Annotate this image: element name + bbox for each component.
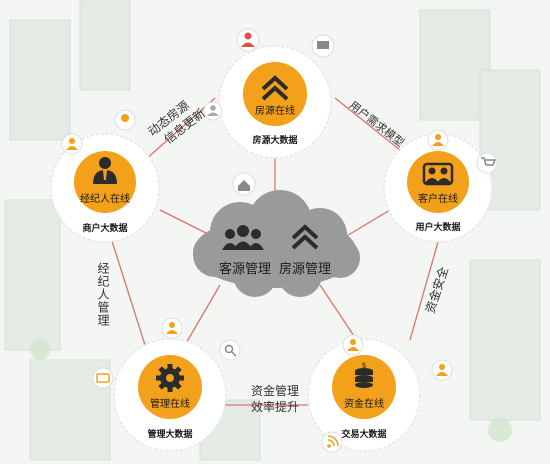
home-bubble-icon [232, 172, 256, 196]
user-icon-left [61, 133, 83, 155]
node-bottom-left: 管理在线 管理大数据 [113, 338, 227, 452]
user-icon-top [203, 101, 223, 121]
node-top-core [243, 62, 307, 126]
user-icon-far-right [431, 359, 453, 381]
bulb-icon [114, 109, 136, 131]
edge-center-left [159, 209, 211, 236]
edge-top-left [144, 97, 216, 161]
node-right-subtitle: 用户大数据 [414, 221, 460, 233]
node-left: 经纪人在线 商户大数据 [50, 133, 160, 243]
node-bottom-left-subtitle: 管理大数据 [147, 428, 192, 440]
coin-stack-icon: $ [355, 361, 373, 388]
search-icon [219, 339, 241, 361]
edge-center-right [339, 209, 391, 241]
node-right: 客户在线 用户大数据 [383, 133, 493, 243]
user-icon-mid-left [161, 317, 183, 339]
edge-right-bottom [409, 234, 441, 341]
node-left-subtitle: 商户大数据 [82, 222, 127, 234]
node-right-title: 客户在线 [418, 192, 458, 205]
rss-icon [321, 431, 343, 453]
agent-icon [93, 157, 117, 184]
chat-bubble-icon-top-right [311, 34, 335, 58]
node-top-title: 房源在线 [255, 104, 295, 117]
node-top: 房源在线 房源大数据 [218, 45, 332, 159]
node-bottom-right: $ 资金在线 交易大数据 [307, 338, 421, 452]
gear-icon [156, 364, 184, 392]
edge-label-bottom-1: 资金管理 [251, 383, 299, 398]
edge-top-right [334, 97, 401, 151]
house-up-icon [291, 224, 319, 250]
node-top-subtitle: 房源大数据 [252, 134, 297, 146]
cart-icon [476, 152, 498, 174]
node-bottom-right-title: 资金在线 [344, 397, 384, 410]
house-up-icon [261, 75, 289, 101]
center-cloud: 客源管理 房源管理 [193, 190, 360, 297]
edge-label-left-text: 经纪人管理 [96, 262, 110, 327]
edge-label-bottom-2: 效率提升 [251, 399, 299, 414]
cloud-left-label: 客源管理 [219, 261, 271, 277]
camera-icon [92, 367, 114, 389]
user-icon-right [427, 129, 449, 151]
edge-label-left: 经纪人管理 [96, 262, 110, 327]
user-pin-icon-top-left [236, 28, 260, 52]
group-users-icon [422, 162, 454, 186]
svg-text:$: $ [361, 361, 366, 370]
node-bottom-right-subtitle: 交易大数据 [341, 428, 386, 440]
people-group-icon [222, 225, 264, 250]
edge-center-bottom-left [184, 284, 221, 346]
cloud-right-label: 房源管理 [279, 261, 331, 277]
edge-left [109, 234, 146, 346]
node-bottom-left-title: 管理在线 [150, 397, 190, 410]
user-icon-bottom-right [342, 334, 364, 356]
node-left-title: 经纪人在线 [80, 192, 130, 205]
